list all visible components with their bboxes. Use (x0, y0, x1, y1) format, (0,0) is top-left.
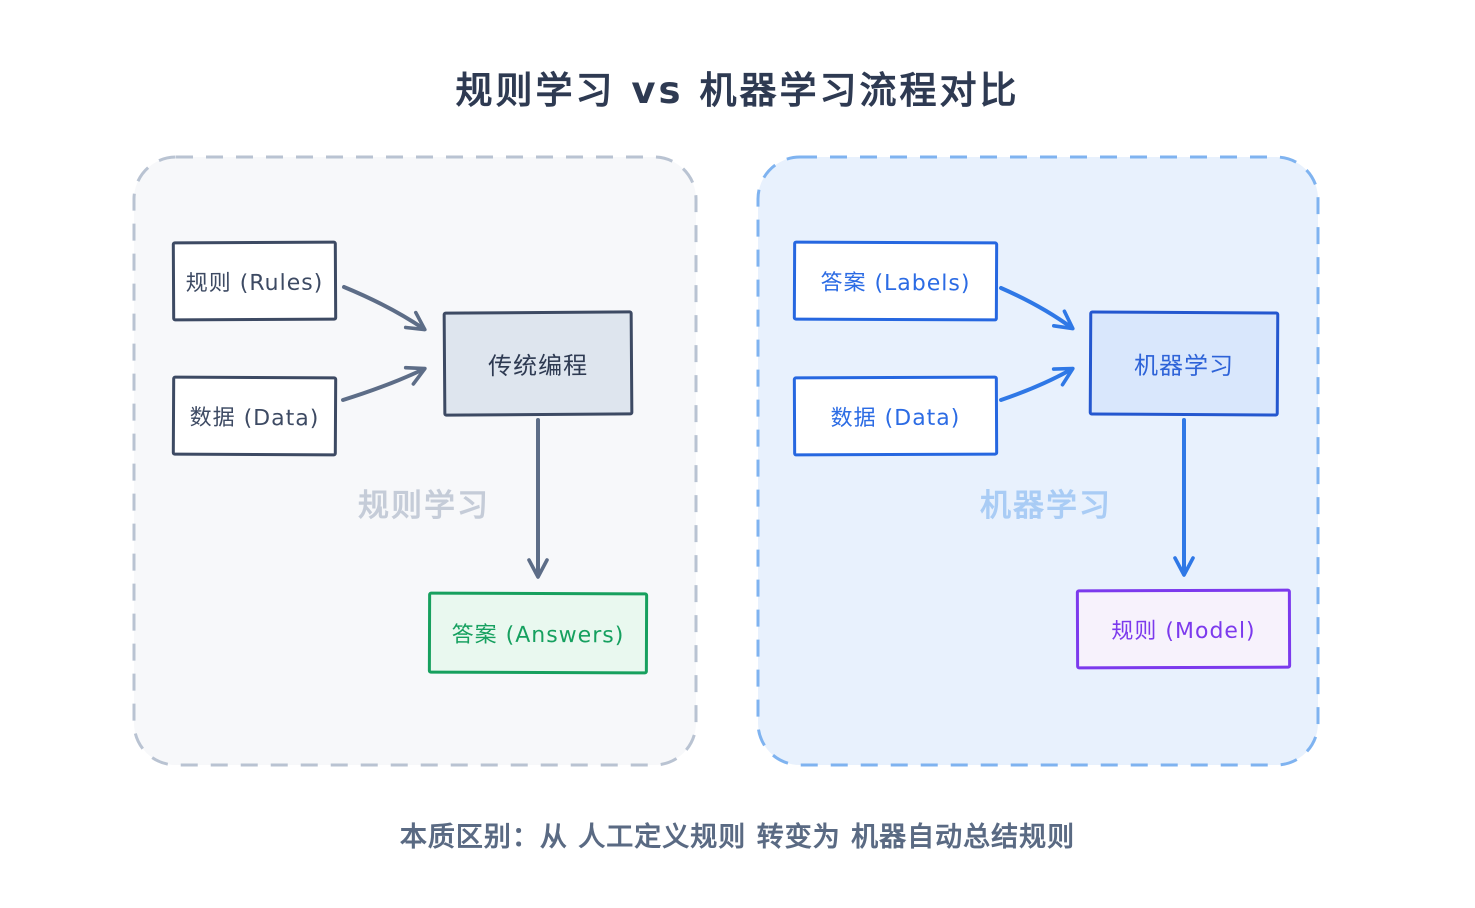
arrow-rules-to-traditional-programming (342, 285, 427, 332)
node-machine-learning: 机器学习 (1088, 310, 1280, 417)
rule-learning-watermark: 规则学习 (358, 488, 490, 524)
node-labels-input: 答案 (Labels) (792, 240, 999, 322)
node-model-output: 规则 (Model) (1075, 588, 1292, 670)
page-title: 规则学习 vs 机器学习流程对比 (455, 69, 1020, 112)
node-labels-label: 答案 (Labels) (820, 270, 971, 297)
node-answers-output: 答案 (Answers) (427, 591, 649, 675)
node-data-input-right: 数据 (Data) (792, 375, 999, 457)
node-answers-label: 答案 (Answers) (451, 622, 625, 649)
node-data-right-label: 数据 (Data) (830, 405, 961, 432)
node-model-label: 规则 (Model) (1111, 618, 1256, 645)
node-machine-learning-label: 机器学习 (1133, 351, 1235, 381)
machine-learning-watermark: 机器学习 (980, 488, 1112, 524)
node-data-left-label: 数据 (Data) (189, 405, 320, 432)
node-rules-input: 规则 (Rules) (171, 240, 338, 322)
node-rules-label: 规则 (Rules) (185, 270, 324, 297)
node-data-input-left: 数据 (Data) (171, 375, 338, 457)
arrow-data-to-traditional-programming (341, 365, 427, 402)
node-traditional-programming: 传统编程 (442, 310, 634, 417)
arrow-data-to-machine-learning (999, 366, 1075, 402)
arrow-labels-to-machine-learning (999, 286, 1075, 331)
node-traditional-programming-label: 传统编程 (487, 351, 589, 381)
bottom-caption: 本质区别：从 人工定义规则 转变为 机器自动总结规则 (399, 822, 1076, 853)
